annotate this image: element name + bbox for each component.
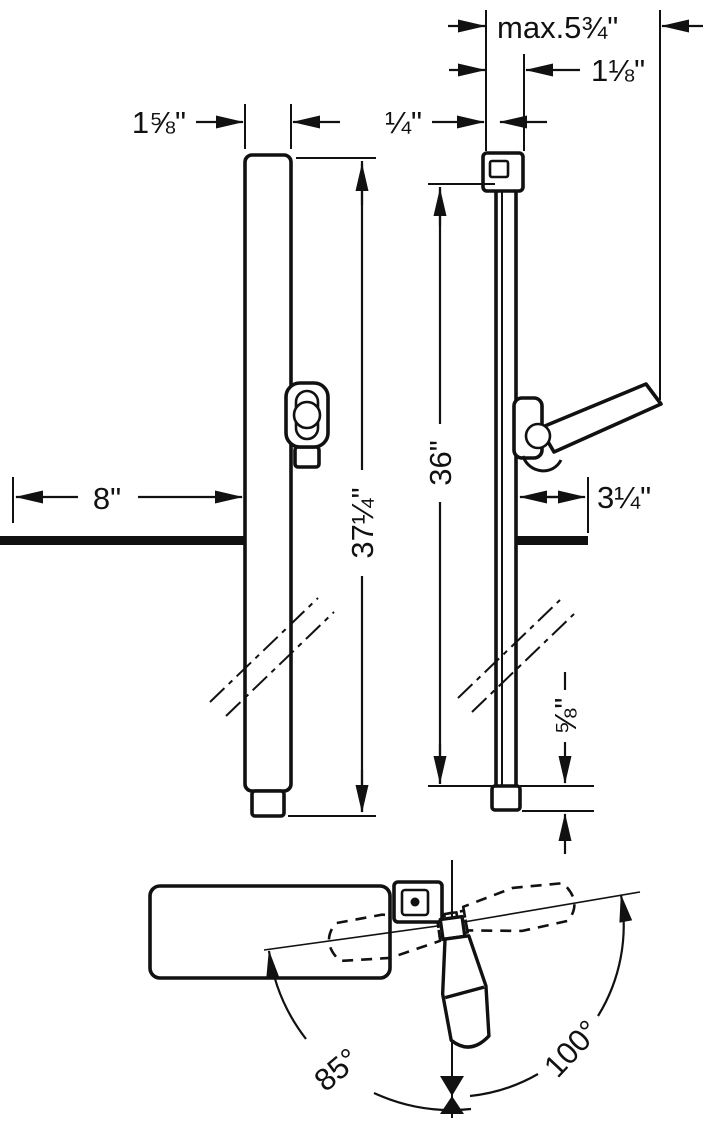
handshower-plan <box>430 912 496 1052</box>
dim-max-depth: max.5¾" <box>448 10 703 400</box>
slider-front <box>284 381 330 469</box>
wall-bar-foot-front <box>250 789 286 818</box>
dim-bracket-depth: 1⅛" <box>449 53 645 151</box>
label-front-gap: ¼" <box>385 105 422 140</box>
swivel-arc-left-b <box>266 950 307 1040</box>
swivel-arc-left-a <box>373 1092 472 1112</box>
swivel-arc-right-b <box>597 894 633 1017</box>
shelf-side <box>516 536 588 545</box>
side-view <box>457 151 663 812</box>
dim-rail-length: 36" <box>423 183 495 787</box>
label-shelf-length: 8" <box>93 481 121 516</box>
handshower-head-line <box>444 985 485 1000</box>
dim-end-cap: ⅝" <box>520 672 594 854</box>
break-line-front-2 <box>225 611 335 717</box>
break-line-side-1 <box>457 599 561 699</box>
label-end-cap: ⅝" <box>548 698 583 735</box>
dim-total-height: 37¼" <box>288 157 380 817</box>
shelf-plan <box>148 884 392 980</box>
break-line-front-1 <box>209 597 319 703</box>
label-rail-length: 36" <box>423 440 458 486</box>
wall-bar-side <box>494 160 518 810</box>
slider-knob-front <box>292 400 322 430</box>
dim-holder-reach: 3¼" <box>519 477 651 533</box>
plan-view <box>148 860 641 1118</box>
wall-bar-front <box>243 153 293 793</box>
handshower-handle-side <box>538 382 663 454</box>
swivel-axis-right <box>451 891 641 925</box>
dim-shelf-length: 8" <box>12 477 243 523</box>
label-holder-reach: 3¼" <box>597 480 651 515</box>
holder-ring-side <box>524 422 552 450</box>
shelf-front <box>0 536 245 545</box>
dim-bar-width: 1⅝" <box>132 104 340 149</box>
mount-bracket-detail <box>488 159 510 179</box>
label-max-depth: max.5¾" <box>497 10 618 45</box>
pivot-dot <box>410 897 420 907</box>
section-marker-top <box>440 1076 464 1096</box>
dim-front-gap: ¼" <box>385 105 547 140</box>
holder-hook-side <box>521 455 563 473</box>
label-total-height: 37¼" <box>345 487 380 558</box>
swivel-axis-left <box>263 923 453 951</box>
label-bracket-depth: 1⅛" <box>591 53 645 88</box>
end-cap-side <box>490 784 522 812</box>
swivel-arc-right-a <box>469 1073 539 1098</box>
front-view <box>0 153 335 818</box>
label-bar-width: 1⅝" <box>132 105 186 140</box>
break-line-side-2 <box>471 613 575 713</box>
slider-hook-front <box>293 445 321 469</box>
